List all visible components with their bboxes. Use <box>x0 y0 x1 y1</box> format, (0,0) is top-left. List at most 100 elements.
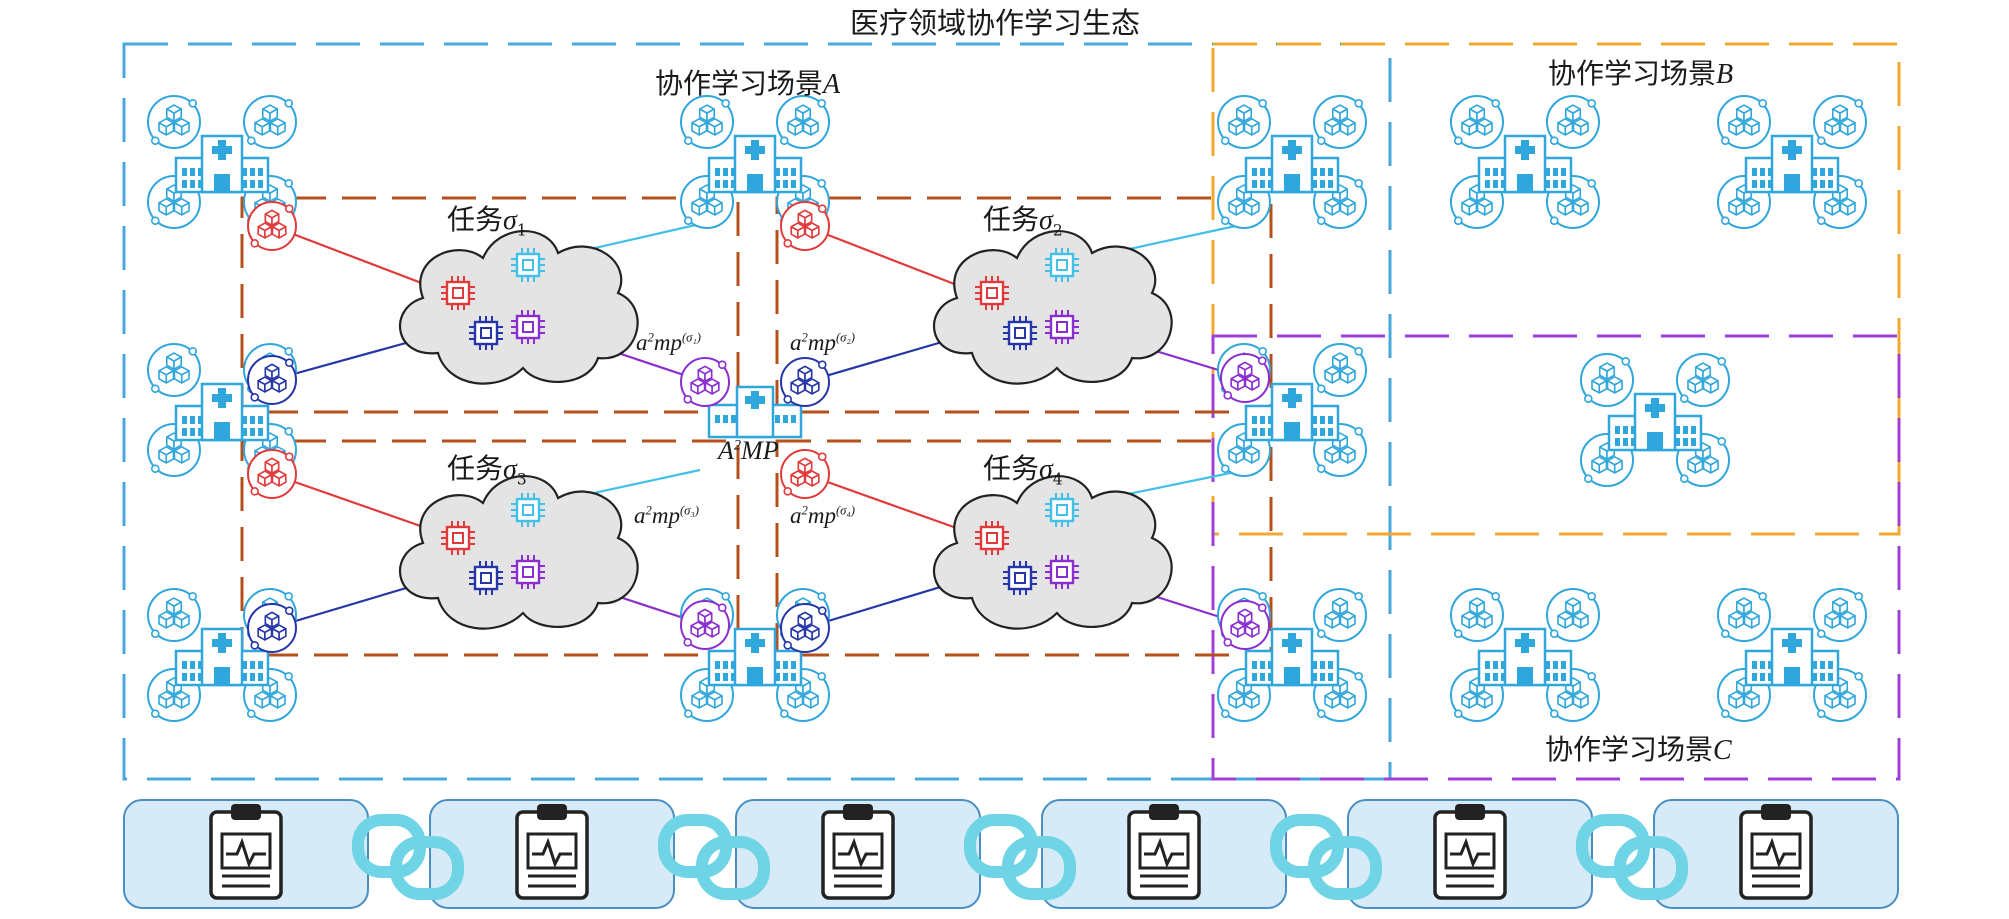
data-cube-icon <box>1831 104 1849 122</box>
data-cluster-icon <box>1546 588 1600 642</box>
data-cube-icon <box>1237 608 1253 626</box>
chain-block-3 <box>735 799 981 909</box>
data-cube-icon <box>1235 104 1253 122</box>
data-cube-icon <box>1606 375 1623 394</box>
data-cube-icon <box>690 621 706 638</box>
platform-exp: 2 <box>733 437 742 454</box>
chain-link-icon <box>1270 814 1382 900</box>
cloud-icon-3 <box>398 475 639 630</box>
data-cluster-icon <box>1217 95 1271 149</box>
red-node-icon-4 <box>780 449 830 499</box>
mp-2-sup: (σ₂) <box>835 330 856 345</box>
hospital-building-icon <box>1244 627 1340 687</box>
data-cube-icon <box>1564 597 1582 615</box>
data-cube-icon <box>1228 117 1245 136</box>
data-cube-icon <box>790 470 806 487</box>
scenario-c-label: 协作学习场景C <box>1545 728 1732 768</box>
mp-1-base: a <box>636 330 648 355</box>
chain-link-icon <box>658 814 770 900</box>
task-2-label: 任务σ2 <box>983 198 1063 240</box>
data-cube-icon <box>1743 690 1760 709</box>
chain-block-2 <box>429 799 675 909</box>
data-cube-icon <box>257 470 273 487</box>
data-cube-icon <box>797 611 813 629</box>
blue-node-icon-1 <box>247 355 297 405</box>
data-cube-icon <box>1694 362 1712 380</box>
data-cube-icon <box>1468 104 1486 122</box>
data-cluster-icon <box>1717 95 1771 149</box>
scenario-b-label: 协作学习场景B <box>1548 52 1733 92</box>
mp-label-3: a2mp(σ₃) <box>634 503 699 529</box>
mp-2-exp: 2 <box>801 330 808 345</box>
data-cluster-icon <box>1813 588 1867 642</box>
data-cube-icon <box>158 610 175 629</box>
chain-block-4 <box>1041 799 1287 909</box>
mp-4-base: a <box>790 503 802 528</box>
data-cube-icon <box>1591 375 1608 394</box>
data-cube-icon <box>254 117 271 136</box>
data-cube-icon <box>691 690 708 709</box>
data-cluster-icon <box>147 588 201 642</box>
data-cluster-icon <box>147 95 201 149</box>
data-cluster-icon <box>776 95 830 149</box>
data-cube-icon <box>173 610 190 629</box>
data-cube-icon <box>691 197 708 216</box>
data-cube-icon <box>1831 597 1849 615</box>
data-cluster-icon <box>780 357 830 407</box>
data-cube-icon <box>802 690 819 709</box>
chain-link-icon <box>964 814 1076 900</box>
data-cube-icon <box>261 104 279 122</box>
data-cube-icon <box>158 445 175 464</box>
task-frame-3 <box>240 439 740 657</box>
data-cube-icon <box>1476 610 1493 629</box>
data-cluster-icon <box>247 201 297 251</box>
chip-red-icon-1 <box>441 276 475 310</box>
hospital-icon <box>1450 95 1600 229</box>
data-cube-icon <box>691 117 708 136</box>
data-cube-icon <box>706 117 723 136</box>
mp-3-exp: 2 <box>645 503 652 518</box>
data-cube-icon <box>706 690 723 709</box>
data-cube-icon <box>1339 610 1356 629</box>
data-cube-icon <box>1572 117 1589 136</box>
data-cube-icon <box>790 624 806 641</box>
data-cube-icon <box>787 117 804 136</box>
mp-1-mid: mp <box>653 330 682 355</box>
data-cube-icon <box>698 104 716 122</box>
data-cube-icon <box>697 608 713 626</box>
chip-red-icon-3 <box>441 521 475 555</box>
data-cube-icon <box>697 365 713 383</box>
data-cube-icon <box>797 209 813 227</box>
data-cube-icon <box>1839 197 1856 216</box>
data-cube-icon <box>1572 690 1589 709</box>
data-cluster-icon <box>1450 588 1504 642</box>
platform-rest: MP <box>741 436 779 465</box>
task-4-prefix: 任务 <box>983 452 1040 485</box>
chip-red-icon-2 <box>975 276 1009 310</box>
task-2-sub: 2 <box>1052 221 1063 240</box>
data-cube-icon <box>1243 117 1260 136</box>
data-cluster-icon <box>1313 95 1367 149</box>
data-cube-icon <box>158 197 175 216</box>
scenario-a-label: 协作学习场景A <box>655 62 840 102</box>
data-cluster-icon <box>1813 95 1867 149</box>
data-cube-icon <box>1743 197 1760 216</box>
data-cube-icon <box>158 690 175 709</box>
hospital-building-icon <box>174 627 270 687</box>
data-cube-icon <box>271 470 287 487</box>
blue-node-icon-4 <box>780 603 830 653</box>
red-node-icon-1 <box>247 201 297 251</box>
data-cube-icon <box>1243 445 1260 464</box>
chain-block-1 <box>123 799 369 909</box>
data-cube-icon <box>173 117 190 136</box>
data-cube-icon <box>1606 455 1623 474</box>
data-cluster-icon <box>247 603 297 653</box>
data-cluster-icon <box>1313 588 1367 642</box>
scenario-c-letter: C <box>1713 735 1732 766</box>
task-4-sub: 4 <box>1052 470 1063 489</box>
blue-node-icon-2 <box>780 357 830 407</box>
data-cube-icon <box>1331 352 1349 370</box>
chip-cyan-icon-1 <box>511 248 545 282</box>
data-cube-icon <box>1557 117 1574 136</box>
